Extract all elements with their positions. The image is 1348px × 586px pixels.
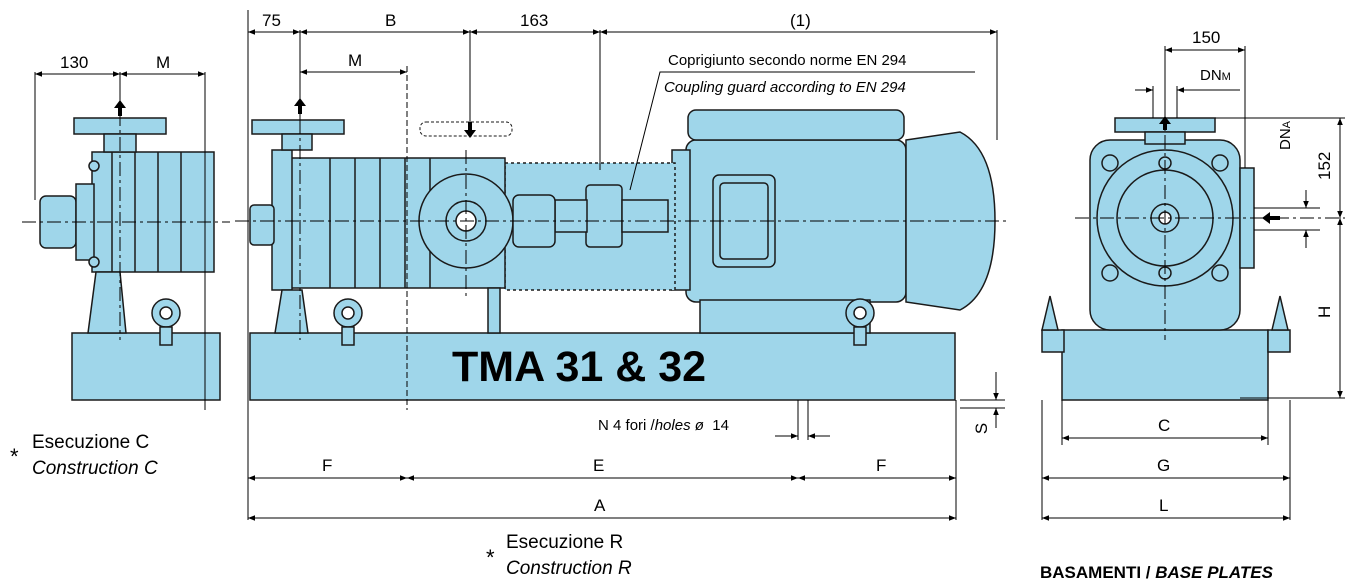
dim-e: E	[593, 456, 605, 475]
base-plates-en: BASE PLATES	[1155, 563, 1273, 582]
construction-c-en: Construction C	[32, 458, 158, 479]
dim-m-left: M	[156, 53, 171, 72]
pump-stages-c	[91, 151, 215, 273]
dim-m-mid: M	[348, 51, 363, 70]
dim-150: 150	[1192, 28, 1221, 47]
construction-r-it: Esecuzione R	[506, 532, 624, 553]
dim-152: 152	[1315, 151, 1334, 180]
star-c: *	[10, 444, 19, 469]
dim-g: G	[1157, 456, 1171, 475]
discharge-arrow-c	[114, 100, 126, 116]
construction-r-view	[249, 109, 996, 401]
construction-r-en: Construction R	[506, 558, 632, 579]
dim-f-right: F	[876, 456, 887, 475]
coupling-guard-note-en: Coupling guard according to EN 294	[664, 79, 906, 96]
coupling-guard-note-it: Coprigiunto secondo norme EN 294	[668, 52, 907, 69]
construction-c-view	[39, 117, 221, 401]
coupling	[585, 184, 623, 248]
dim-s: S	[972, 422, 992, 435]
dim-l: L	[1159, 496, 1169, 515]
base-plates-label: BASAMENTI / BASE PLATES	[1040, 564, 1273, 581]
discharge-arrow-r	[294, 98, 306, 114]
model-title: TMA 31 & 32	[452, 343, 707, 391]
dim-75: 75	[262, 11, 281, 30]
holes-note: N 4 fori /holes ø 14	[598, 418, 729, 433]
dim-a: A	[594, 496, 606, 515]
base-plate-c	[71, 332, 221, 401]
holes-prefix: N	[598, 417, 609, 434]
base-plates-it: BASAMENTI /	[1040, 563, 1151, 582]
holes-diameter: 14	[712, 417, 729, 434]
dim-f-left: F	[322, 456, 333, 475]
discharge-flange-r	[251, 119, 345, 135]
dim-b: B	[385, 11, 397, 30]
base-plate-r	[249, 332, 956, 401]
holes-en: holes ø	[654, 417, 704, 434]
holes-it: 4 fori /	[613, 417, 655, 434]
suction-arrow-r	[464, 122, 476, 138]
dim-note-1: (1)	[790, 11, 811, 30]
dim-163: 163	[520, 11, 549, 30]
discharge-arrow-end	[1159, 116, 1171, 130]
end-view	[1041, 117, 1291, 401]
dim-130: 130	[60, 53, 89, 72]
dim-c: C	[1158, 416, 1171, 435]
suction-arrow-end	[1262, 212, 1280, 224]
base-plate-end	[1061, 329, 1269, 401]
motor-feet	[699, 299, 871, 334]
construction-c-it: Esecuzione C	[32, 432, 150, 453]
dim-h: H	[1315, 305, 1334, 318]
suction-end-r	[249, 204, 275, 246]
dim-dna: DNA	[1277, 120, 1294, 150]
star-r: *	[486, 545, 495, 570]
valve-handwheel	[419, 121, 513, 137]
dim-dnm: DNM	[1200, 67, 1231, 84]
